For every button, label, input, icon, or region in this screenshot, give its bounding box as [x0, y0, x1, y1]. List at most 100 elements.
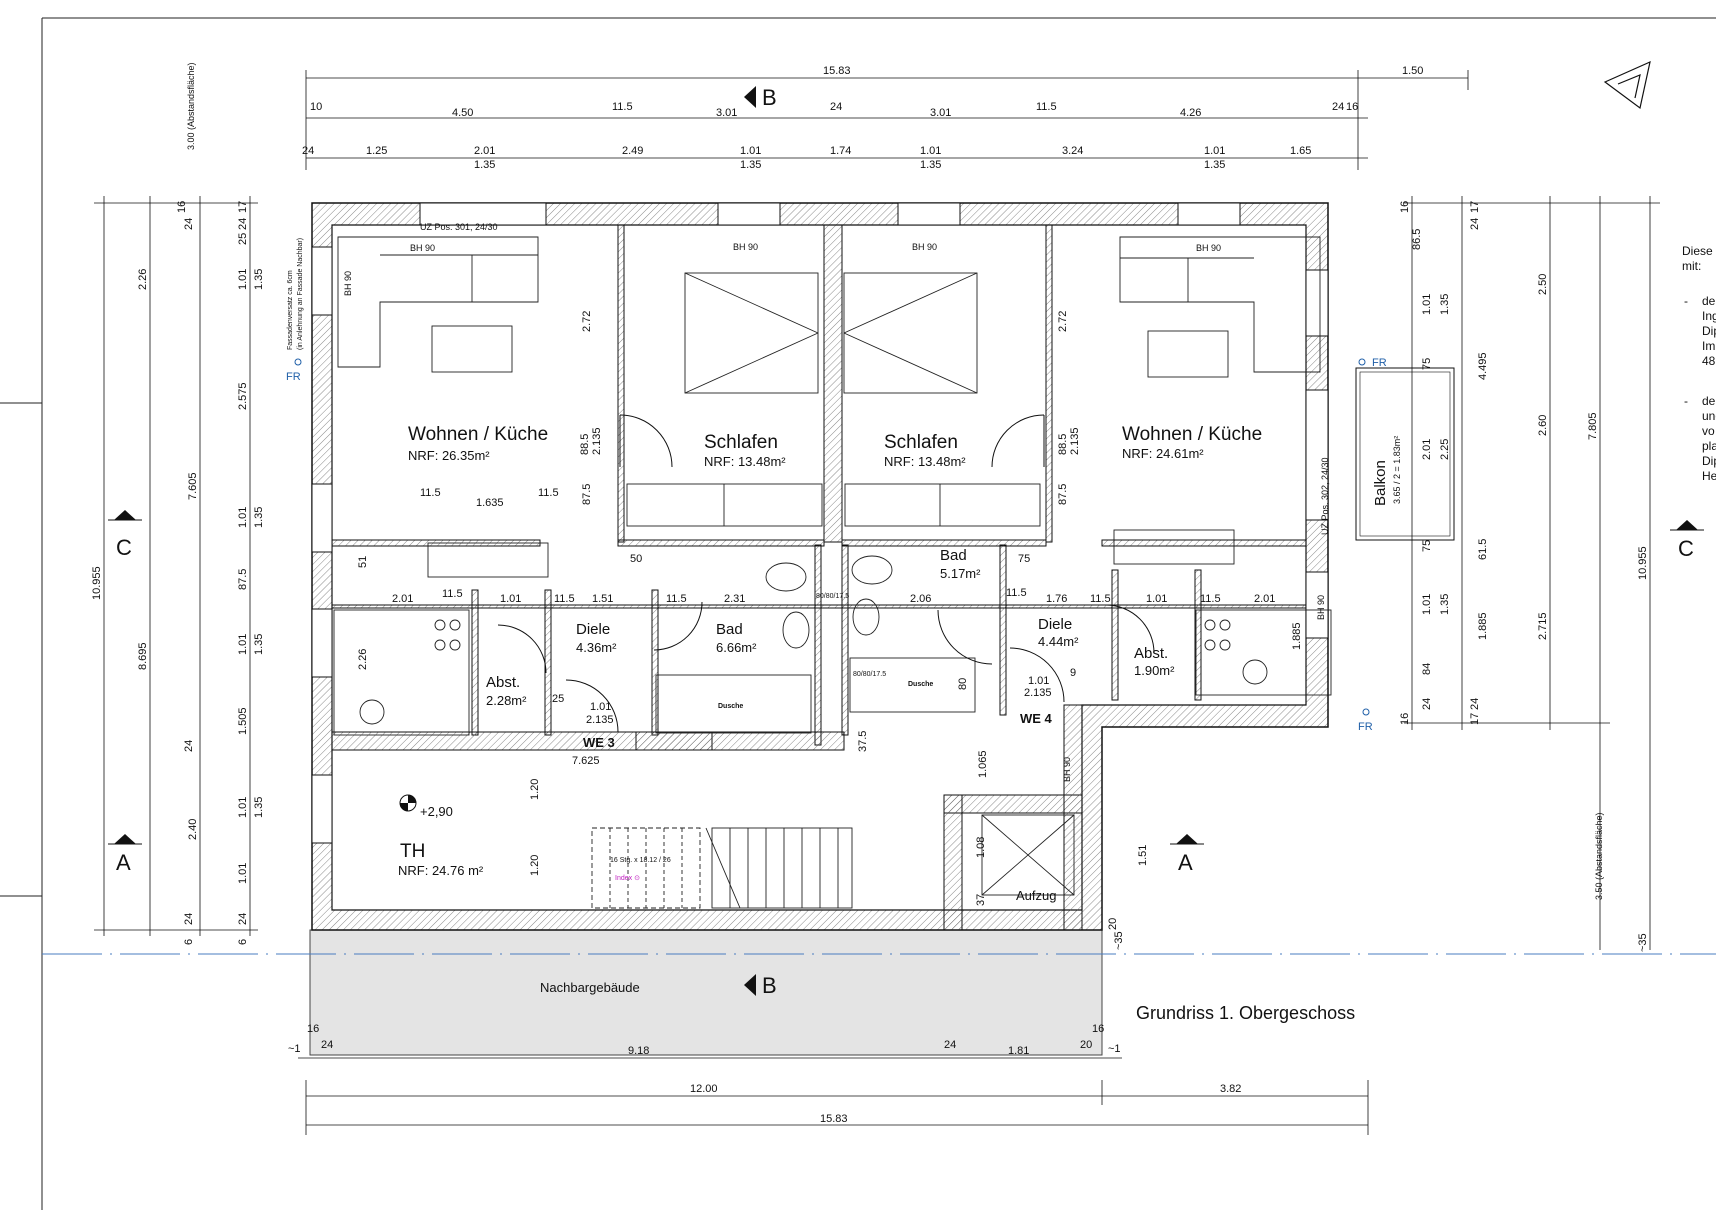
svg-text:3.01: 3.01: [716, 107, 737, 119]
svg-text:3.01: 3.01: [930, 107, 951, 119]
svg-text:1.65: 1.65: [1290, 145, 1311, 157]
svg-text:17: 17: [1469, 201, 1481, 213]
svg-text:4.26: 4.26: [1180, 107, 1201, 119]
svg-text:4.495: 4.495: [1477, 352, 1489, 380]
svg-text:A: A: [116, 850, 131, 875]
svg-text:11.5: 11.5: [1090, 593, 1111, 605]
svg-text:1.01: 1.01: [1421, 594, 1433, 615]
svg-text:1.35: 1.35: [920, 159, 941, 171]
svg-text:10.955: 10.955: [1637, 546, 1649, 580]
svg-text:7.805: 7.805: [1587, 412, 1599, 440]
svg-text:16: 16: [1399, 201, 1411, 213]
furniture: [333, 236, 1332, 909]
svg-text:+2,90: +2,90: [420, 804, 453, 819]
svg-text:de: de: [1702, 294, 1716, 308]
svg-text:1.01: 1.01: [237, 507, 249, 528]
svg-text:1.25: 1.25: [366, 145, 387, 157]
svg-text:1.90m²: 1.90m²: [1134, 663, 1175, 678]
svg-text:mit:: mit:: [1682, 259, 1701, 273]
windows: [311, 202, 1329, 844]
dimensions-inner: 2.72 2.72 88.5 2.135 87.5 88.5 2.135 87.…: [357, 311, 1303, 950]
doors: [497, 414, 1155, 733]
svg-text:Abst.: Abst.: [1134, 645, 1168, 662]
svg-text:Dusche: Dusche: [908, 681, 933, 688]
svg-text:1.74: 1.74: [830, 145, 851, 157]
svg-text:48: 48: [1702, 354, 1716, 368]
svg-text:1.505: 1.505: [237, 707, 249, 735]
svg-text:2.40: 2.40: [187, 819, 199, 840]
svg-text:6.66m²: 6.66m²: [716, 640, 757, 655]
svg-text:Bad: Bad: [940, 547, 967, 564]
svg-text:pla: pla: [1702, 439, 1716, 453]
svg-text:WE 4: WE 4: [1020, 711, 1053, 726]
svg-text:Wohnen / Küche: Wohnen / Küche: [408, 424, 548, 445]
svg-text:1.35: 1.35: [474, 159, 495, 171]
svg-text:80/80/17.5: 80/80/17.5: [816, 593, 849, 600]
svg-text:4.50: 4.50: [452, 107, 473, 119]
svg-text:-: -: [1684, 294, 1688, 308]
svg-text:UZ Pos. 302, 24/30: UZ Pos. 302, 24/30: [1320, 457, 1330, 535]
svg-text:Diele: Diele: [1038, 616, 1072, 633]
svg-text:1.35: 1.35: [1204, 159, 1225, 171]
sheet-frame: [0, 17, 1716, 1210]
svg-text:87.5: 87.5: [1057, 484, 1069, 505]
svg-text:NRF: 24.61m²: NRF: 24.61m²: [1122, 446, 1204, 461]
dimensions-top-text: 15.83 1.50 10 4.50 11.5 3.01 24 3.01 11.…: [302, 65, 1423, 171]
svg-text:24: 24: [237, 218, 249, 230]
svg-text:BH 90: BH 90: [1316, 595, 1326, 620]
svg-text:2.26: 2.26: [137, 269, 149, 290]
svg-text:24: 24: [237, 913, 249, 925]
svg-text:11.5: 11.5: [442, 588, 463, 600]
svg-text:51: 51: [357, 556, 369, 568]
svg-text:3.00 (Abstandsfläche): 3.00 (Abstandsfläche): [186, 62, 196, 150]
svg-text:1.35: 1.35: [1439, 294, 1451, 315]
svg-text:3.50 (Abstandsfläche): 3.50 (Abstandsfläche): [1594, 812, 1604, 900]
svg-text:9.18: 9.18: [628, 1045, 649, 1057]
svg-text:1.76: 1.76: [1046, 593, 1067, 605]
svg-text:2.72: 2.72: [581, 311, 593, 332]
svg-text:Schlafen: Schlafen: [704, 432, 778, 453]
svg-text:1.01: 1.01: [237, 634, 249, 655]
svg-text:Diele: Diele: [576, 621, 610, 638]
svg-text:20: 20: [1107, 918, 1119, 930]
svg-text:Balkon: Balkon: [1372, 460, 1389, 506]
svg-text:Dusche: Dusche: [718, 703, 743, 710]
svg-text:17: 17: [237, 201, 249, 213]
svg-text:Diese: Diese: [1682, 244, 1713, 258]
svg-text:1.01: 1.01: [740, 145, 761, 157]
svg-text:NRF: 13.48m²: NRF: 13.48m²: [884, 454, 966, 469]
svg-text:NRF: 24.76 m²: NRF: 24.76 m²: [398, 863, 484, 878]
svg-text:7.625: 7.625: [572, 755, 600, 767]
svg-text:(in Anlehnung an Fassade Nachb: (in Anlehnung an Fassade Nachbar): [297, 238, 304, 350]
svg-text:2.28m²: 2.28m²: [486, 693, 527, 708]
svg-text:24: 24: [944, 1039, 956, 1051]
svg-text:11.5: 11.5: [612, 101, 633, 113]
svg-text:Bad: Bad: [716, 621, 743, 638]
svg-text:12.00: 12.00: [690, 1083, 718, 1095]
svg-text:11.5: 11.5: [666, 593, 687, 605]
svg-text:10.955: 10.955: [91, 566, 103, 600]
svg-text:61.5: 61.5: [1477, 539, 1489, 560]
svg-text:C: C: [1678, 536, 1694, 561]
svg-text:2.60: 2.60: [1537, 415, 1549, 436]
svg-text:80: 80: [957, 678, 969, 690]
svg-text:11.5: 11.5: [538, 487, 559, 499]
svg-text:2.49: 2.49: [622, 145, 643, 157]
svg-text:BH 90: BH 90: [1062, 757, 1072, 782]
svg-text:Ing: Ing: [1702, 309, 1716, 323]
svg-text:5.17m²: 5.17m²: [940, 566, 981, 581]
svg-text:NRF: 26.35m²: NRF: 26.35m²: [408, 448, 490, 463]
dimensions-left: [94, 196, 258, 936]
svg-text:1.01: 1.01: [237, 269, 249, 290]
svg-text:1.51: 1.51: [592, 593, 613, 605]
svg-text:B: B: [762, 973, 777, 998]
svg-text:2.06: 2.06: [910, 593, 931, 605]
svg-text:16: 16: [1346, 101, 1358, 113]
svg-text:6: 6: [237, 939, 249, 945]
svg-text:2.135: 2.135: [586, 714, 614, 726]
svg-text:-: -: [1684, 394, 1688, 408]
svg-text:2.01: 2.01: [474, 145, 495, 157]
svg-text:1.01: 1.01: [1204, 145, 1225, 157]
svg-text:24: 24: [183, 740, 195, 752]
